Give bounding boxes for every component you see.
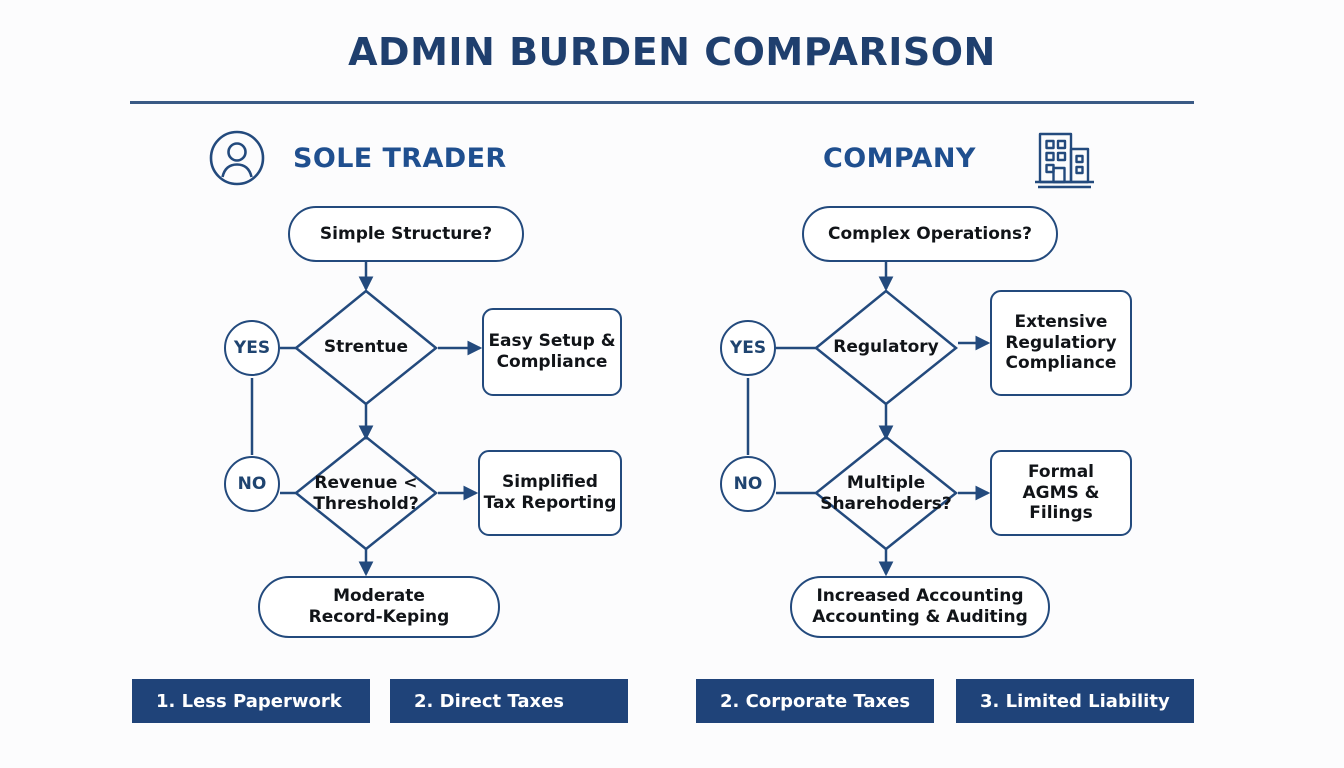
outcome-sole-trader-2[interactable]: Simplified Tax Reporting: [478, 450, 622, 536]
footer-bar-3[interactable]: 2. Corporate Taxes: [696, 679, 934, 723]
person-circle-icon: [207, 128, 267, 193]
node-end-sole-trader[interactable]: Moderate Record-Keping: [258, 576, 500, 638]
branch-label-company-yes[interactable]: YES: [720, 320, 776, 376]
page-title: ADMIN BURDEN COMPARISON: [348, 30, 996, 74]
decision-company-1[interactable]: Regulatory: [833, 337, 939, 358]
node-start-company[interactable]: Complex Operations?: [802, 206, 1058, 262]
outcome-sole-trader-1[interactable]: Easy Setup & Compliance: [482, 308, 622, 396]
branch-label-sole-trader-no[interactable]: NO: [224, 456, 280, 512]
decision-sole-trader-2[interactable]: Revenue < Threshold?: [313, 473, 419, 514]
node-end-company[interactable]: Increased Accounting Accounting & Auditi…: [790, 576, 1050, 638]
outcome-company-1[interactable]: Extensive Regulatiory Compliance: [990, 290, 1132, 396]
decision-sole-trader-1[interactable]: Strentue: [323, 337, 409, 358]
outcome-company-2[interactable]: Formal AGMS & Filings: [990, 450, 1132, 536]
branch-label-sole-trader-yes[interactable]: YES: [224, 320, 280, 376]
branch-label-company-no[interactable]: NO: [720, 456, 776, 512]
footer-bar-2[interactable]: 2. Direct Taxes: [390, 679, 628, 723]
office-building-icon: [1032, 130, 1098, 197]
footer-bar-1[interactable]: 1. Less Paperwork: [132, 679, 370, 723]
footer-bar-4[interactable]: 3. Limited Liability: [956, 679, 1194, 723]
node-start-sole-trader[interactable]: Simple Structure?: [288, 206, 524, 262]
title-divider: [130, 101, 1194, 104]
column-heading-sole-trader: SOLE TRADER: [293, 143, 507, 174]
decision-company-2[interactable]: Multiple Sharehoders?: [820, 473, 952, 514]
column-heading-company: COMPANY: [823, 143, 976, 174]
